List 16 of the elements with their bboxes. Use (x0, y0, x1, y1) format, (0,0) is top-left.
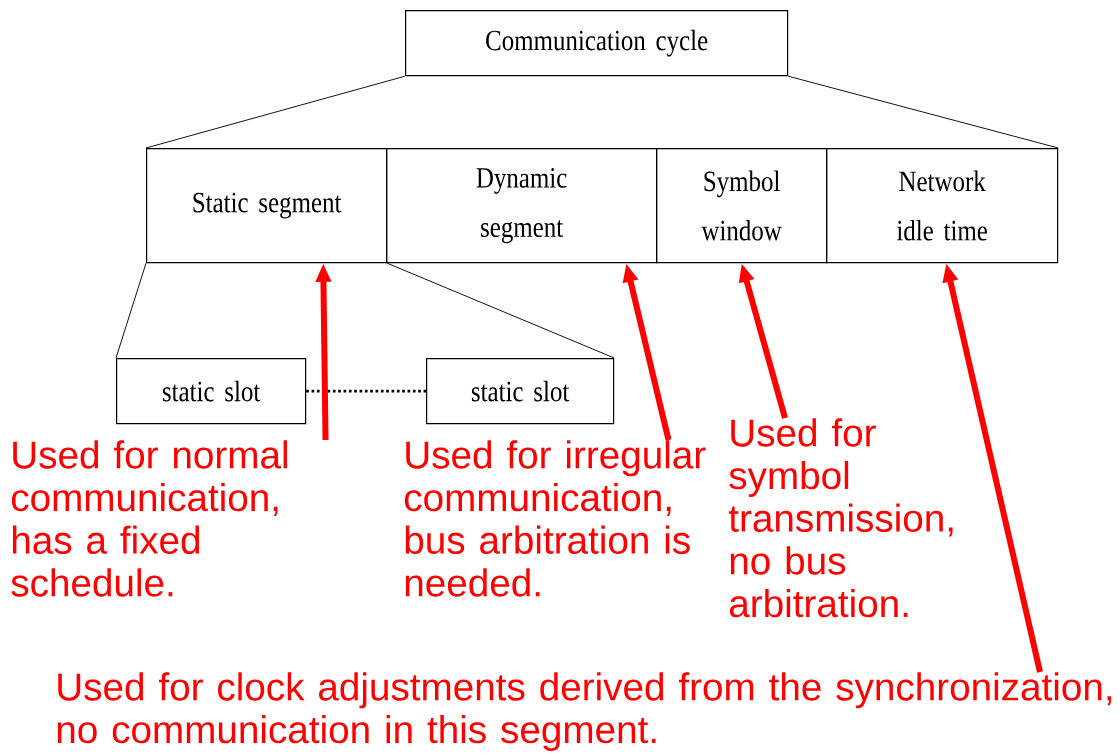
segment-box: Symbol window (656, 148, 828, 264)
connector-line (115, 262, 147, 359)
note-text: Used for normal communication, has a fixed schedule. (11, 440, 287, 597)
slot-box: static slot (426, 358, 615, 425)
slot-box: static slot (116, 358, 307, 425)
connector-line (386, 262, 615, 359)
segment-box: Network idle time (826, 148, 1059, 264)
cycle-box: Communication cycle (405, 10, 789, 77)
connector-line (145, 75, 406, 149)
segment-box: Dynamic segment (386, 148, 658, 264)
connector-line (787, 75, 1059, 149)
note-text: Used for symbol transmission, no bus arbitration. (728, 418, 953, 618)
segment-box: Static segment (146, 148, 388, 264)
dotted-line (306, 389, 426, 393)
note-text: Used for irregular communication, bus arbitration is needed. (404, 440, 706, 597)
note-text: Used for clock adjustments derived from the synchronization, no communication in this segment. (57, 672, 1112, 751)
